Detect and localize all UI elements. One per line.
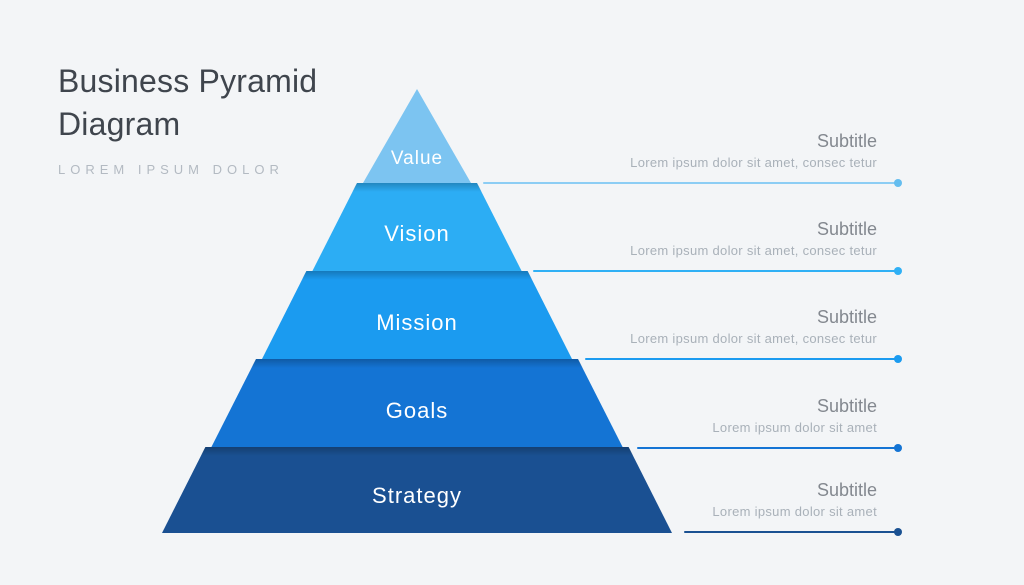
connector-dot bbox=[894, 528, 902, 536]
connector-line bbox=[533, 270, 898, 272]
annotation-text-4: Subtitle Lorem ipsum dolor sit amet bbox=[447, 395, 877, 437]
annotation-description: Lorem ipsum dolor sit amet, consec tetur bbox=[630, 155, 877, 170]
level-label-strategy: Strategy bbox=[372, 483, 462, 508]
annotation-description: Lorem ipsum dolor sit amet, consec tetur bbox=[630, 331, 877, 346]
connector-dot bbox=[894, 267, 902, 275]
level-join-shadow bbox=[351, 183, 483, 192]
page-title: Business Pyramid Diagram bbox=[58, 60, 388, 146]
level-join-shadow bbox=[250, 359, 584, 368]
connector-line bbox=[684, 531, 898, 533]
pyramid-level-goals bbox=[211, 359, 623, 447]
connector-line bbox=[637, 447, 898, 449]
connector-dot bbox=[894, 179, 902, 187]
level-join-shadow bbox=[200, 447, 634, 456]
level-join-shadow bbox=[301, 271, 533, 280]
connector-line bbox=[585, 358, 898, 360]
page-title-line2: Diagram bbox=[58, 106, 181, 142]
annotation-description: Lorem ipsum dolor sit amet bbox=[712, 420, 877, 435]
connector-line bbox=[483, 182, 898, 184]
annotation-heading: Subtitle bbox=[816, 396, 877, 416]
page-title-line1: Business Pyramid bbox=[58, 63, 318, 99]
connector-dot bbox=[894, 444, 902, 452]
annotation-heading: Subtitle bbox=[816, 307, 877, 327]
page-tagline: LOREM IPSUM DOLOR bbox=[58, 162, 284, 177]
annotation-heading: Subtitle bbox=[816, 480, 877, 500]
level-label-mission: Mission bbox=[376, 310, 458, 335]
header: Business Pyramid Diagram LOREM IPSUM DOL… bbox=[58, 60, 388, 177]
pyramid-level-strategy bbox=[162, 447, 672, 533]
annotation-description: Lorem ipsum dolor sit amet, consec tetur bbox=[630, 243, 877, 258]
annotation-heading: Subtitle bbox=[816, 131, 877, 151]
annotation-heading: Subtitle bbox=[816, 219, 877, 239]
level-label-value: Value bbox=[391, 148, 443, 169]
level-label-vision: Vision bbox=[384, 221, 450, 246]
pyramid-level-value bbox=[363, 89, 471, 183]
annotation-text-1: Subtitle Lorem ipsum dolor sit amet, con… bbox=[447, 130, 877, 172]
annotation-description: Lorem ipsum dolor sit amet bbox=[712, 504, 877, 519]
annotation-text-5: Subtitle Lorem ipsum dolor sit amet bbox=[447, 479, 877, 521]
pyramid-level-mission bbox=[262, 271, 572, 359]
annotation-text-2: Subtitle Lorem ipsum dolor sit amet, con… bbox=[447, 218, 877, 260]
level-label-goals: Goals bbox=[386, 398, 448, 423]
connector-dot bbox=[894, 355, 902, 363]
annotation-text-3: Subtitle Lorem ipsum dolor sit amet, con… bbox=[447, 306, 877, 348]
pyramid-level-vision bbox=[312, 183, 522, 271]
